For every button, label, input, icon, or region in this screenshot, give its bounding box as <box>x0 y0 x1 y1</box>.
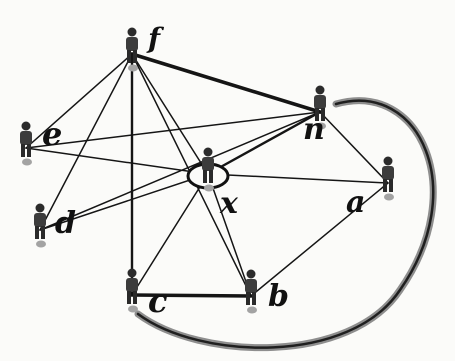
ground-dot-b <box>247 307 257 314</box>
ground-dot-d <box>36 241 46 248</box>
edge-f-n <box>132 54 320 112</box>
node-label-c: c <box>148 282 167 320</box>
node-label-f: f <box>146 22 165 55</box>
node-label-a: a <box>346 185 365 220</box>
person-figure-d <box>34 204 46 248</box>
edge-n-a <box>320 112 388 183</box>
ground-dot-f <box>128 65 138 72</box>
ground-dot-x <box>204 185 214 192</box>
node-label-e: e <box>42 115 62 153</box>
edge-x-a <box>208 174 388 183</box>
node-label-n: n <box>303 112 325 147</box>
person-figure-c <box>126 269 138 313</box>
figure-layer <box>20 28 394 314</box>
ground-dot-c <box>128 306 138 313</box>
person-figure-e <box>20 122 32 166</box>
person-figure-a <box>382 157 394 201</box>
person-figure-f <box>126 28 138 72</box>
edge-x-c <box>132 174 208 295</box>
ground-dot-e <box>22 159 32 166</box>
edge-f-x <box>132 54 208 174</box>
node-label-b: b <box>268 279 289 314</box>
node-label-x: x <box>219 186 239 221</box>
person-figure-b <box>245 270 257 314</box>
ground-dot-a <box>384 194 394 201</box>
node-label-d: d <box>55 206 76 241</box>
